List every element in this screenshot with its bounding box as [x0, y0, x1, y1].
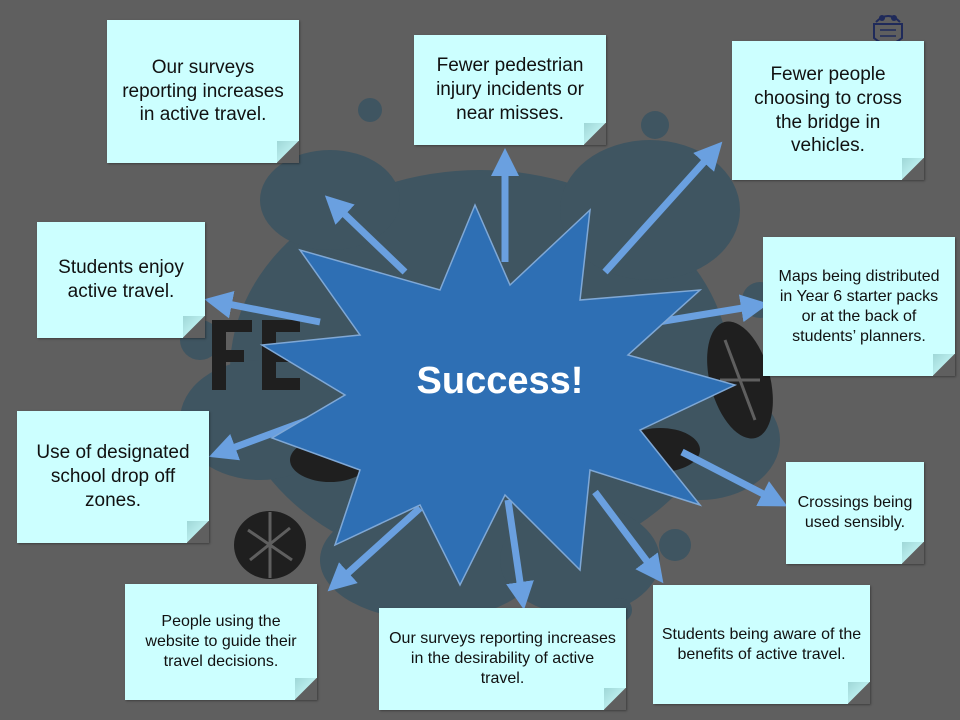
arrow-to-students-aware	[592, 489, 664, 584]
note-students-aware: Students being aware of the benefits of …	[653, 585, 870, 704]
arrow-to-surveys-active-travel	[324, 195, 408, 275]
note-maps-distributed: Maps being distributed in Year 6 starter…	[763, 237, 955, 376]
note-surveys-desirability: Our surveys reporting increases in the d…	[379, 608, 626, 710]
note-fewer-vehicles-bridge: Fewer people choosing to cross the bridg…	[732, 41, 924, 180]
arrow-to-surveys-desirability	[504, 499, 534, 610]
footprint-pattern	[247, 339, 760, 578]
note-crossings-used: Crossings being used sensibly.	[786, 462, 924, 564]
note-surveys-active-travel: Our surveys reporting increases in activ…	[107, 20, 299, 163]
note-drop-off-zones: Use of designated school drop off zones.	[17, 411, 209, 543]
arrow-to-students-enjoy	[204, 290, 321, 326]
arrow-to-crossings-used	[680, 448, 788, 507]
success-starburst	[259, 203, 738, 587]
arrows	[204, 141, 788, 610]
success-label: Success!	[416, 360, 584, 402]
arrow-to-fewer-vehicles-bridge	[602, 141, 723, 275]
note-fewer-pedestrian-injury: Fewer pedestrian injury incidents or nea…	[414, 35, 606, 145]
arrow-to-website-guide	[327, 505, 423, 592]
arrow-to-maps-distributed	[657, 294, 769, 326]
note-website-guide: People using the website to guide their …	[125, 584, 317, 700]
note-students-enjoy: Students enjoy active travel.	[37, 222, 205, 338]
